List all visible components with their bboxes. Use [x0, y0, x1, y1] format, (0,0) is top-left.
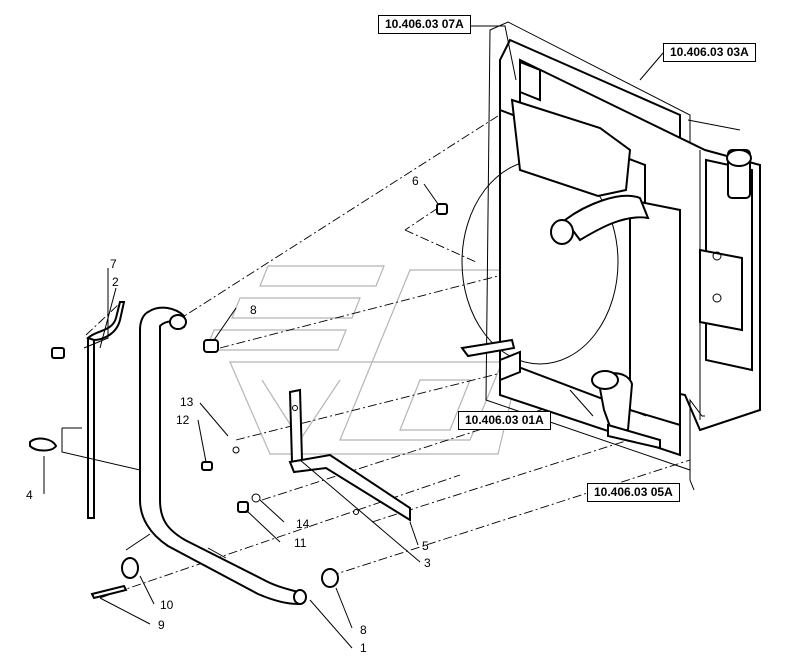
cooling-package — [460, 21, 761, 471]
callout-11: 11 — [294, 536, 307, 550]
callout-4: 4 — [26, 488, 33, 502]
pipe-and-brackets — [29, 301, 141, 519]
ref-box-01a[interactable]: 10.406.03 01A — [458, 411, 551, 430]
callout-8-upper: 8 — [250, 303, 257, 317]
ref-box-05a[interactable]: 10.406.03 05A — [587, 483, 680, 502]
callout-10: 10 — [160, 598, 174, 612]
lower-hose — [125, 306, 307, 606]
ref-box-03a[interactable]: 10.406.03 03A — [663, 43, 756, 62]
callout-8-lower: 8 — [360, 623, 367, 637]
callout-6: 6 — [412, 174, 419, 188]
callout-2: 2 — [112, 275, 119, 289]
callout-13: 13 — [180, 395, 194, 409]
callout-3: 3 — [424, 556, 431, 570]
callout-7: 7 — [110, 257, 117, 271]
callout-5: 5 — [422, 539, 429, 553]
leader-lines — [43, 25, 705, 649]
callout-9: 9 — [158, 618, 165, 632]
ref-box-07a[interactable]: 10.406.03 07A — [378, 15, 471, 34]
mounting-bracket — [288, 388, 411, 522]
callout-14: 14 — [296, 517, 310, 531]
fasteners — [51, 203, 448, 600]
callout-12: 12 — [176, 413, 190, 427]
callout-1: 1 — [360, 641, 367, 655]
